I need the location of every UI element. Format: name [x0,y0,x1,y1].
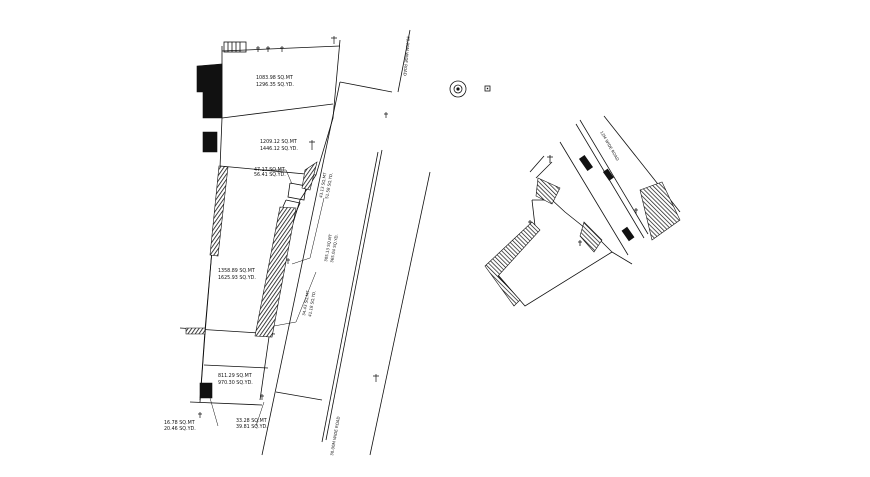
right-road-line-2 [575,123,645,239]
hatched-blocks-left [185,63,318,399]
strip-b-area-yd: 365.04 SQ.YD. [329,234,339,263]
division-4 [203,364,269,369]
plot-boundary-right-edge [259,39,341,401]
plot-bottom-area-m: 811.29 SQ.MT [218,373,252,379]
plot-second-area-yd: 1446.12 SQ.YD. [260,146,298,152]
plot-tiny-left-area-yd: 20.46 SQ.YD. [164,426,196,432]
road-top-label: 30.00M WIDE ROAD [403,36,411,76]
plot-main-area-yd: 1625.93 SQ.YD. [218,275,256,281]
strip-c-area-yd: 41.18 SQ.YD. [307,290,317,317]
division-2 [219,165,317,176]
hatch-right-wall-left [484,221,541,307]
strip-a-area-m: 43.13 SQ.MT [318,172,327,199]
division-7 [204,249,213,335]
pole-symbols [198,36,388,418]
strip-b-area-m: 305.13 SQ.MT [323,233,333,262]
hatch-right-wall-top [535,177,561,205]
plot-tiny-left-area-m: 16.78 SQ.MT [164,420,195,426]
hatch-block-mid [202,131,218,153]
hatch-block-top [196,63,223,119]
division-5 [189,401,263,406]
strip-c-area-m: 34.43 SQ.MT [301,290,310,317]
hatched-blocks-right [484,177,681,307]
hatch-strip-diagonal [254,206,297,338]
plot-top-area-m: 1083.98 SQ.MT [256,75,293,81]
plot-top-area-yd: 1296.35 SQ.YD. [256,82,294,88]
top-left-fence [223,41,247,53]
plot-bottom-area-yd: 970.30 SQ.YD. [218,380,253,386]
division-1 [221,103,334,119]
hatch-strip-upper [301,161,318,191]
plot-top-edge [221,45,341,52]
strip-a-area-yd: 51.58 SQ.YD. [324,172,334,199]
leader-lines [209,169,325,427]
plot-small-area-m: 47.17 SQ.MT [254,167,285,173]
hatch-block-bottom-left [199,382,213,399]
hatch-right-corner [579,221,603,253]
plot-tiny-right-area-m: 33.28 SQ.MT [236,418,267,424]
hatch-right-block [639,181,681,241]
right-road-line-3 [579,119,649,235]
plot-tiny-right-area-yd: 39.81 SQ.YD. [236,424,268,430]
plot-small-area-yd: 56.41 SQ.YD. [254,172,286,178]
square-marker-icon [484,85,491,92]
plot-second-area-m: 1209.12 SQ.MT [260,139,297,145]
north-point-icon [449,80,467,98]
hatch-corner-bottom [185,327,206,335]
road-lines-left [261,29,431,456]
plot-main-area-m: 1358.89 SQ.MT [218,268,255,274]
road-bottom-label: 30.00M WIDE ROAD [329,416,341,456]
plot-labels: 1083.98 SQ.MT 1296.35 SQ.YD. 1209.12 SQ.… [164,75,298,432]
hatch-strip-left [209,165,229,257]
right-road-line-1 [559,141,629,256]
strip-labels: 43.13 SQ.MT 51.58 SQ.YD. 305.13 SQ.MT 36… [301,172,339,318]
road-labels: 30.00M WIDE ROAD 30.00M WIDE ROAD [329,36,411,456]
